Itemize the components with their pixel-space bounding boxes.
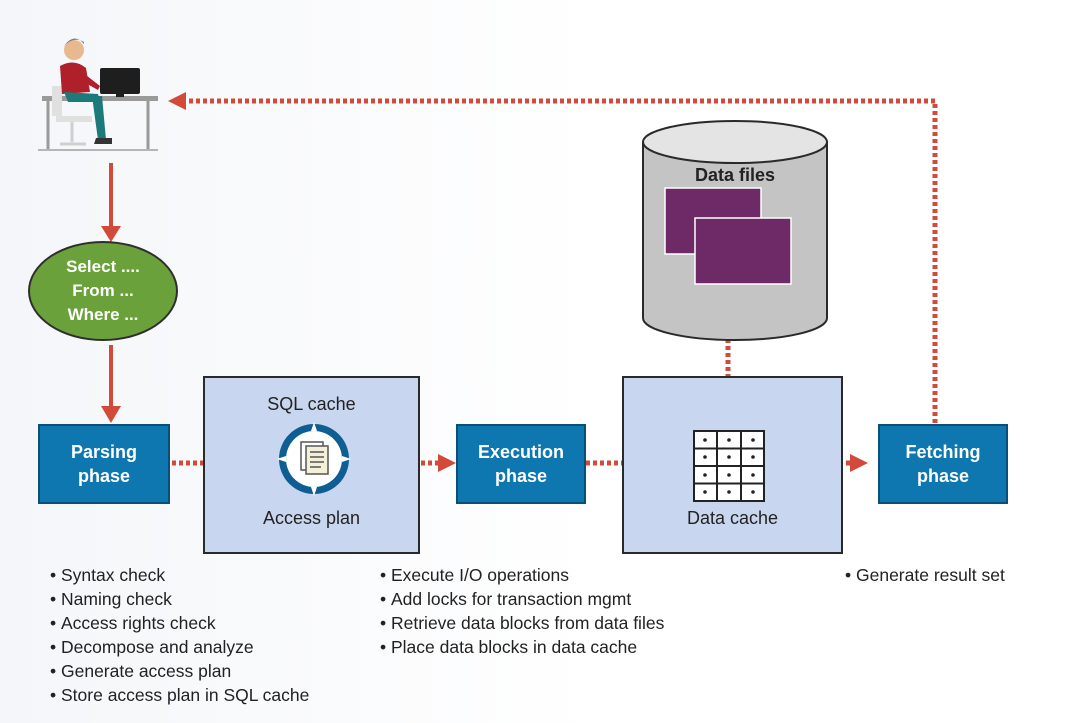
arrow-user-to-query xyxy=(101,163,121,242)
list-item: Store access plan in SQL cache xyxy=(50,683,309,707)
data-files-cylinder xyxy=(642,120,828,341)
sql-cache-title: SQL cache xyxy=(267,394,356,414)
list-item: Place data blocks in data cache xyxy=(380,635,664,659)
access-plan-icon xyxy=(277,422,351,496)
arrow-fetching-to-user xyxy=(168,92,938,423)
list-item: Retrieve data blocks from data files xyxy=(380,611,664,635)
execution-phase-box: Execution phase xyxy=(456,424,586,504)
execution-phase-label-1: Execution xyxy=(477,442,565,462)
parsing-phase-label-1: Parsing xyxy=(70,442,138,462)
fetching-steps-list: Generate result set xyxy=(845,563,1005,587)
data-cache-label: Data cache xyxy=(686,508,779,528)
data-cache-grid-icon xyxy=(693,430,765,502)
parsing-steps-list: Syntax check Naming check Access rights … xyxy=(50,563,309,707)
arrow-query-to-parsing xyxy=(101,345,121,423)
list-item: Syntax check xyxy=(50,563,309,587)
access-plan-label: Access plan xyxy=(262,508,361,528)
list-item: Naming check xyxy=(50,587,309,611)
user-at-computer-icon xyxy=(38,38,158,151)
list-item: Generate access plan xyxy=(50,659,309,683)
execution-steps-list: Execute I/O operations Add locks for tra… xyxy=(380,563,664,659)
list-item: Decompose and analyze xyxy=(50,635,309,659)
list-item: Execute I/O operations xyxy=(380,563,664,587)
query-select-line: Select .... xyxy=(66,257,140,276)
parsing-phase-box: Parsing phase xyxy=(38,424,170,504)
sql-query-oval: Select .... From ... Where ... xyxy=(28,241,178,341)
list-item: Generate result set xyxy=(845,563,1005,587)
query-where-line: Where ... xyxy=(67,305,139,324)
list-item: Access rights check xyxy=(50,611,309,635)
fetching-phase-label-1: Fetching xyxy=(905,442,981,462)
execution-phase-label-2: phase xyxy=(494,466,548,486)
fetching-phase-box: Fetching phase xyxy=(878,424,1008,504)
query-from-line: From ... xyxy=(72,281,134,300)
list-item: Add locks for transaction mgmt xyxy=(380,587,664,611)
data-files-title: Data files xyxy=(694,165,776,185)
sql-cache-panel: SQL cache Access plan xyxy=(203,376,420,554)
parsing-phase-label-2: phase xyxy=(77,466,131,486)
data-cache-panel: Data cache xyxy=(622,376,843,554)
fetching-phase-label-2: phase xyxy=(916,466,970,486)
